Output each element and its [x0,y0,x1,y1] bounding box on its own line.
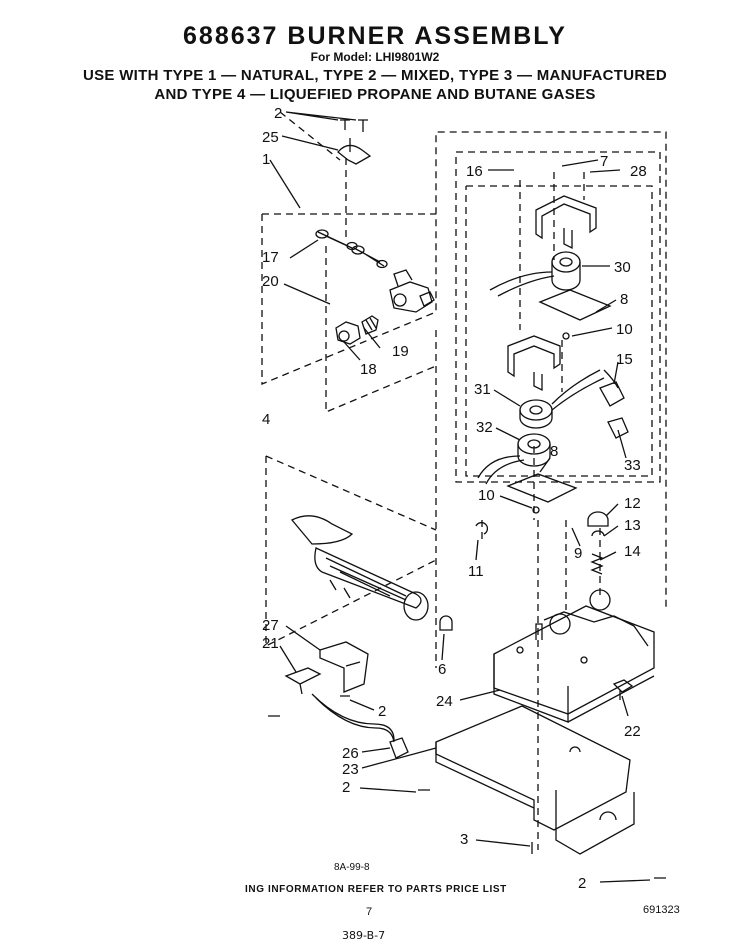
gas-valve-body [493,589,655,723]
callout-20: 20 [262,273,279,290]
small-screws [268,695,666,879]
nut-and-spud [335,315,379,345]
callout-19: 19 [392,343,409,360]
callout-2-igniter: 2 [378,703,386,720]
callout-25: 25 [262,129,279,146]
price-list-note: ING INFORMATION REFER TO PARTS PRICE LIS… [245,884,507,895]
top-screws [337,119,372,165]
assembly-outline-frames [261,111,667,850]
gas-type-line-2: AND TYPE 4 — LIQUEFIED PROPANE AND BUTAN… [154,86,596,103]
leader-lines [269,111,651,883]
orifice-fitting [389,269,435,313]
callout-18: 18 [360,361,377,378]
callout-9: 9 [574,545,582,562]
callout-23: 23 [342,761,359,778]
filter-and-spring [587,511,609,575]
callout-22: 22 [624,723,641,740]
page-title: 688637 BURNER ASSEMBLY [183,22,567,50]
solenoid-bracket [489,195,612,340]
callout-13: 13 [624,517,641,534]
callout-17: 17 [262,249,279,266]
callout-2-bracket: 2 [342,779,350,796]
callout-27: 27 [262,617,279,634]
callout-26: 26 [342,745,359,762]
igniter-wire [311,693,409,759]
retaining-clip [475,522,488,535]
callout-1: 1 [262,151,270,168]
callout-28: 28 [630,163,647,180]
callout-24: 24 [436,693,453,710]
callout-8: 8 [620,291,628,308]
coil-bracket [507,335,561,392]
callout-6: 6 [438,661,446,678]
callout-21: 21 [262,635,279,652]
callout-10: 10 [616,321,633,338]
callout-3: 3 [460,831,468,848]
callout-7: 7 [600,153,608,170]
callout-31: 31 [474,381,491,398]
igniter-bracket [284,641,369,695]
callout-15: 15 [616,351,633,368]
wire-connector [599,369,629,439]
callout-32: 32 [476,419,493,436]
callout-11: 11 [468,563,484,580]
callout-8-lower: 8 [550,443,558,460]
tube-parts [315,229,388,269]
igniter-coil [519,369,605,429]
callout-16: 16 [466,163,483,180]
drawing-code: 691323 [643,904,680,916]
callout-2: 2 [274,105,282,122]
inlet-fitting [439,615,453,631]
small-drawing-code: 8A-99-8 [334,862,370,873]
callout-10-lower: 10 [478,487,495,504]
model-label: For Model: LHI9801W2 [310,50,440,64]
page-number: 7 [366,906,373,918]
callout-12: 12 [624,495,641,512]
callout-labels: 2 25 1 17 20 19 18 4 16 7 28 30 8 10 15 … [262,105,647,892]
handwritten-code: 389-B-7 [342,929,386,942]
callout-30: 30 [614,259,631,276]
callout-4: 4 [262,411,270,428]
callout-33: 33 [624,457,641,474]
callout-2-bottom: 2 [578,875,586,892]
outlet-fitting [612,679,634,700]
gas-type-line-1: USE WITH TYPE 1 — NATURAL, TYPE 2 — MIXE… [83,67,667,84]
burner-tube [290,515,429,621]
callout-14: 14 [624,543,641,560]
